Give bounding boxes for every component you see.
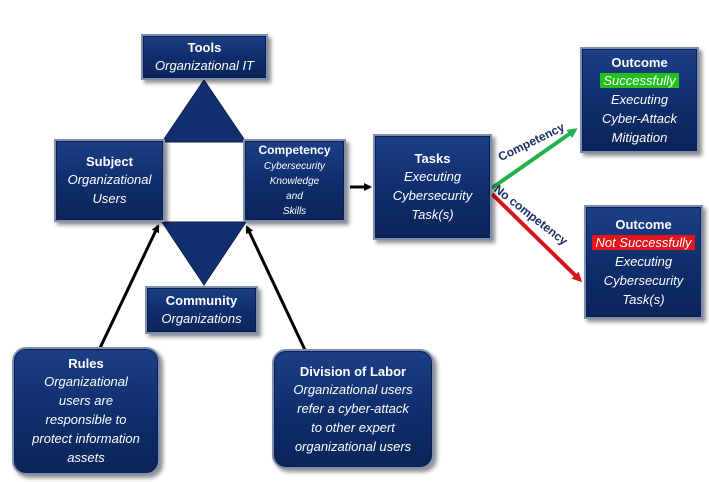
- competency-box: Competency Cybersecurity Knowledge and S…: [243, 139, 346, 222]
- community-box: Community Organizations: [145, 286, 258, 334]
- competency-line-3: and: [286, 191, 303, 202]
- tools-body: Organizational IT: [155, 58, 254, 73]
- outcome-fail-highlight: Not Successfully: [592, 234, 695, 250]
- outcome-success-title: Outcome: [611, 54, 668, 70]
- rules-line-3: responsible to: [45, 412, 127, 427]
- arrow-division-to-competency: [245, 225, 307, 351]
- competency-title: Competency: [258, 143, 331, 157]
- outcome-success-box: Outcome Successfully Executing Cyber-Att…: [580, 47, 699, 153]
- rules-title: Rules: [68, 356, 104, 371]
- outcome-fail-line-1: Executing: [614, 253, 673, 269]
- outcome-success-line-2: Cyber-Attack: [602, 110, 677, 126]
- competency-line-1: Cybersecurity: [263, 161, 326, 172]
- arrow-success: [490, 128, 578, 190]
- outcome-fail-title: Outcome: [615, 216, 672, 232]
- outcome-fail-box: Outcome Not Successfully Executing Cyber…: [584, 205, 703, 319]
- rules-line-1: Organizational: [44, 374, 128, 389]
- outcome-success-highlight: Successfully: [600, 72, 679, 88]
- lower-triangle: [161, 221, 247, 286]
- outcome-success-line-3: Mitigation: [611, 129, 668, 145]
- tasks-box: Tasks Executing Cybersecurity Task(s): [373, 134, 492, 240]
- subject-line-1: Organizational: [67, 172, 152, 187]
- division-line-2: refer a cyber-attack: [297, 400, 409, 416]
- rules-line-2: users are: [58, 393, 114, 408]
- community-title: Community: [165, 293, 238, 308]
- division-line-3: to other expert: [311, 419, 395, 435]
- division-line-4: organizational users: [294, 438, 412, 454]
- subject-line-2: Users: [92, 191, 127, 206]
- rules-box: Rules Organizational users are responsib…: [12, 347, 160, 475]
- competency-line-4: Skills: [282, 206, 307, 217]
- tasks-title: Tasks: [414, 151, 451, 166]
- arrow-failure: [490, 192, 583, 283]
- arrow-rules-to-subject: [98, 224, 160, 349]
- outcome-fail-line-3: Task(s): [622, 291, 665, 307]
- tasks-line-1: Executing: [403, 169, 462, 184]
- competency-line-2: Knowledge: [269, 176, 320, 187]
- subject-title: Subject: [86, 154, 133, 169]
- division-of-labor-box: Division of Labor Organizational users r…: [272, 349, 434, 469]
- rules-line-5: assets: [67, 450, 105, 465]
- outcome-success-line-1: Executing: [610, 91, 669, 107]
- subject-box: Subject Organizational Users: [54, 139, 165, 222]
- upper-triangle: [161, 79, 247, 143]
- community-body: Organizations: [161, 311, 242, 326]
- rules-line-4: protect information: [32, 431, 140, 446]
- tools-title: Tools: [187, 40, 222, 55]
- tasks-line-2: Cybersecurity: [392, 188, 473, 203]
- outcome-fail-line-2: Cybersecurity: [603, 272, 684, 288]
- tools-box: Tools Organizational IT: [141, 34, 268, 80]
- division-line-1: Organizational users: [293, 381, 413, 397]
- division-title: Division of Labor: [299, 363, 407, 379]
- tasks-line-3: Task(s): [411, 207, 454, 222]
